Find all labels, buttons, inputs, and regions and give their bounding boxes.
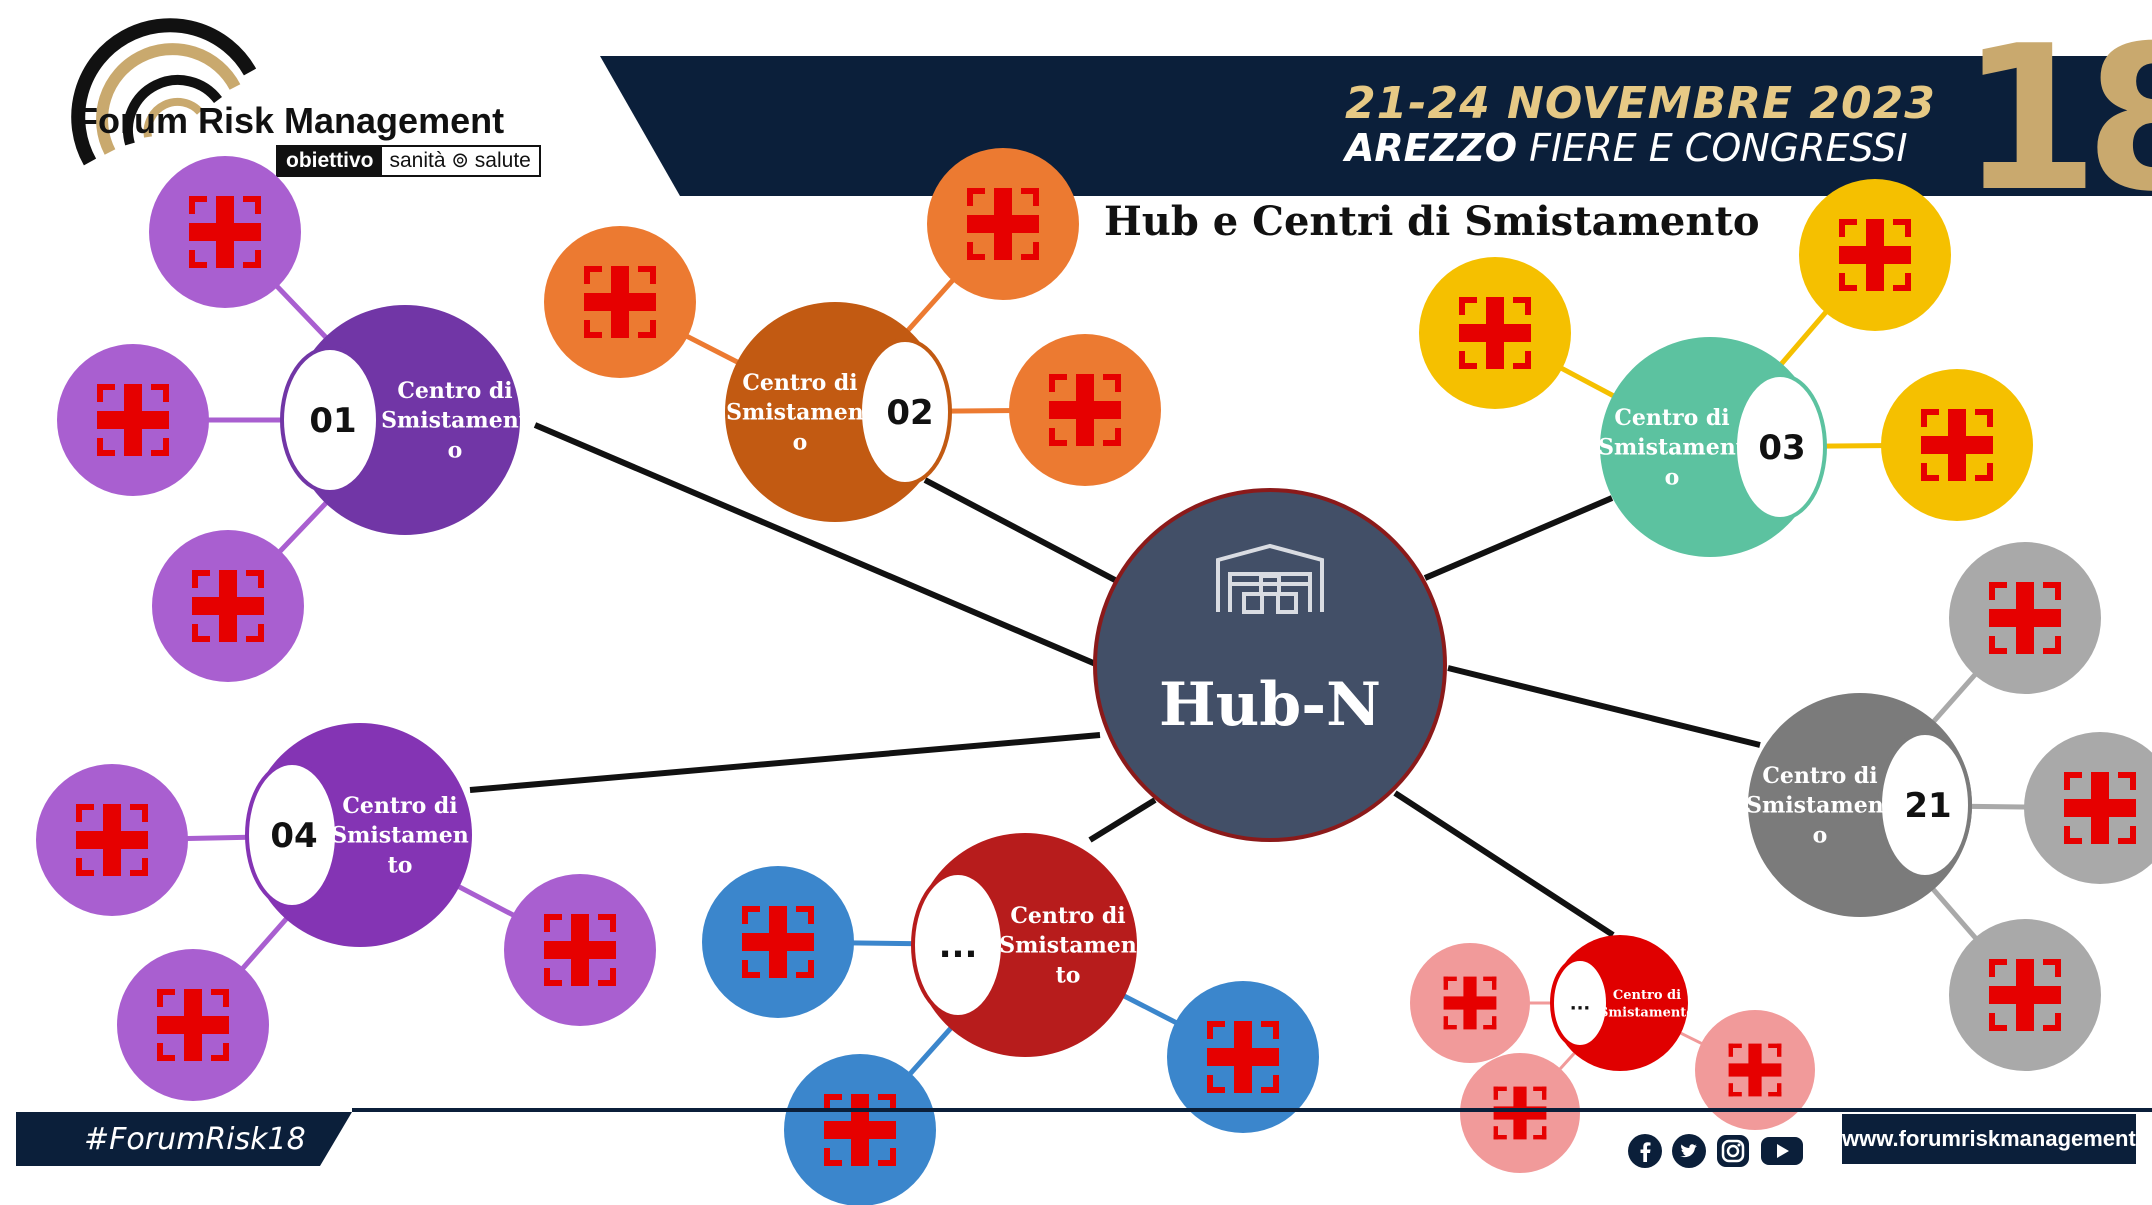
- warehouse-icon: [1216, 543, 1324, 614]
- facility-node: [149, 156, 301, 308]
- facility-node: [1410, 943, 1530, 1063]
- hub-link-c05: [1088, 797, 1157, 843]
- center-node-c05: ... Centro di Smistamen to: [911, 833, 1137, 1057]
- facility-node: [1949, 919, 2101, 1071]
- center-number: ...: [1570, 993, 1591, 1014]
- footer-band: [16, 1108, 2152, 1166]
- center-label-line: Smistament: [726, 400, 875, 426]
- hub-connectors: [469, 422, 1761, 938]
- center-number-badge: [911, 871, 1005, 1019]
- event-city: AREZZO: [1345, 126, 1518, 170]
- instagram-icon[interactable]: [1716, 1134, 1750, 1168]
- center-number-badge: [245, 761, 339, 909]
- center-label-line: Centro di: [1613, 988, 1681, 1003]
- logo-tagline: obiettivo sanità ⊚ salute: [276, 145, 541, 177]
- center-label-line: o: [448, 437, 463, 463]
- center-number-badge: [280, 346, 380, 494]
- center-label-line: o: [1813, 822, 1828, 848]
- center-label-line: Smistament: [381, 408, 530, 434]
- hub-link-c03: [1423, 495, 1614, 581]
- facility-node: [1419, 257, 1571, 409]
- facility-node: [544, 226, 696, 378]
- facility-node: [1167, 981, 1319, 1133]
- center-label-line: Centro di: [1010, 903, 1125, 929]
- hub-link-c01: [533, 422, 1100, 668]
- event-venue: FIERE E CONGRESSI: [1517, 126, 1908, 170]
- facility-node: [1695, 1010, 1815, 1130]
- youtube-icon[interactable]: [1760, 1134, 1804, 1168]
- center-label-line: Smistament: [1746, 793, 1895, 819]
- footer-hashtag: #ForumRisk18: [84, 1122, 306, 1157]
- facility-node: [1460, 1053, 1580, 1173]
- facebook-icon[interactable]: [1628, 1134, 1662, 1168]
- center-number-badge: [1550, 957, 1610, 1049]
- facility-node: [702, 866, 854, 1018]
- hub-link-c02: [923, 477, 1117, 583]
- hub-circle: [1093, 488, 1447, 842]
- center-label-line: Centro di: [1614, 405, 1729, 431]
- center-number: 03: [1758, 428, 1805, 468]
- facility-node: [152, 530, 304, 682]
- twitter-icon[interactable]: [1672, 1134, 1706, 1168]
- edition-number: 18: [1960, 3, 2152, 236]
- hub-node: Hub-N: [1093, 488, 1447, 842]
- center-node-c21: 21 Centro di Smistament o: [1746, 693, 1972, 917]
- facility-node: [57, 344, 209, 496]
- center-label-line: Smistamen: [999, 933, 1137, 959]
- center-node-c06: ... Centro di Smistamento: [1550, 935, 1695, 1071]
- center-number: 04: [270, 816, 317, 856]
- center-node-c02: 02 Centro di Smistament o: [725, 302, 952, 522]
- center-number: 21: [1904, 786, 1951, 826]
- center-label-line: Centro di: [1762, 763, 1877, 789]
- center-node-c01: 01 Centro di Smistament o: [280, 305, 530, 535]
- facility-node: [1799, 179, 1951, 331]
- facility-node: [2024, 732, 2152, 884]
- center-label-line: Smistament: [1598, 435, 1747, 461]
- center-label-line: to: [388, 852, 413, 878]
- center-number: 01: [309, 401, 356, 441]
- logo-title: Forum Risk Management: [76, 100, 505, 141]
- facility-node: [1009, 334, 1161, 486]
- logo-tag-light: sanità ⊚ salute: [381, 147, 539, 175]
- leaf-nodes: [36, 148, 2152, 1205]
- logo-mark-icon: [71, 18, 257, 166]
- center-number-badge: [858, 338, 952, 486]
- facility-node: [1949, 542, 2101, 694]
- event-location: AREZZO FIERE E CONGRESSI: [1345, 126, 1908, 170]
- center-number: 02: [886, 393, 933, 433]
- center-label-line: o: [1665, 464, 1680, 490]
- facility-node: [1881, 369, 2033, 521]
- diagram-title: Hub e Centri di Smistamento: [1104, 198, 1760, 245]
- hub-link-c06: [1393, 790, 1615, 938]
- event-dates: 21-24 NOVEMBRE 2023: [1345, 78, 1936, 129]
- center-number-badge: [1878, 731, 1972, 879]
- center-number: ...: [939, 926, 978, 966]
- center-label-line: Centro di: [342, 793, 457, 819]
- center-label-line: Centro di: [742, 370, 857, 396]
- center-label-line: Smistamento: [1599, 1005, 1695, 1020]
- facility-node: [784, 1054, 936, 1205]
- center-label-line: to: [1056, 962, 1081, 988]
- center-node-c04: 04 Centro di Smistamen to: [245, 723, 472, 947]
- facility-node: [117, 949, 269, 1101]
- hub-link-c21: [1447, 665, 1761, 748]
- center-number-badge: [1733, 373, 1827, 521]
- facility-node: [504, 874, 656, 1026]
- logo-tag-strong: obiettivo: [278, 147, 382, 175]
- center-label-line: o: [793, 429, 808, 455]
- facility-node: [927, 148, 1079, 300]
- hub-label: Hub-N: [1159, 670, 1381, 740]
- website-link[interactable]: www.forumriskmanagement.it: [1842, 1114, 2152, 1164]
- center-label-line: Smistamen: [331, 823, 469, 849]
- center-node-c03: 03 Centro di Smistament o: [1598, 337, 1827, 557]
- hub-link-c04: [469, 732, 1101, 793]
- facility-node: [36, 764, 188, 916]
- center-label-line: Centro di: [397, 378, 512, 404]
